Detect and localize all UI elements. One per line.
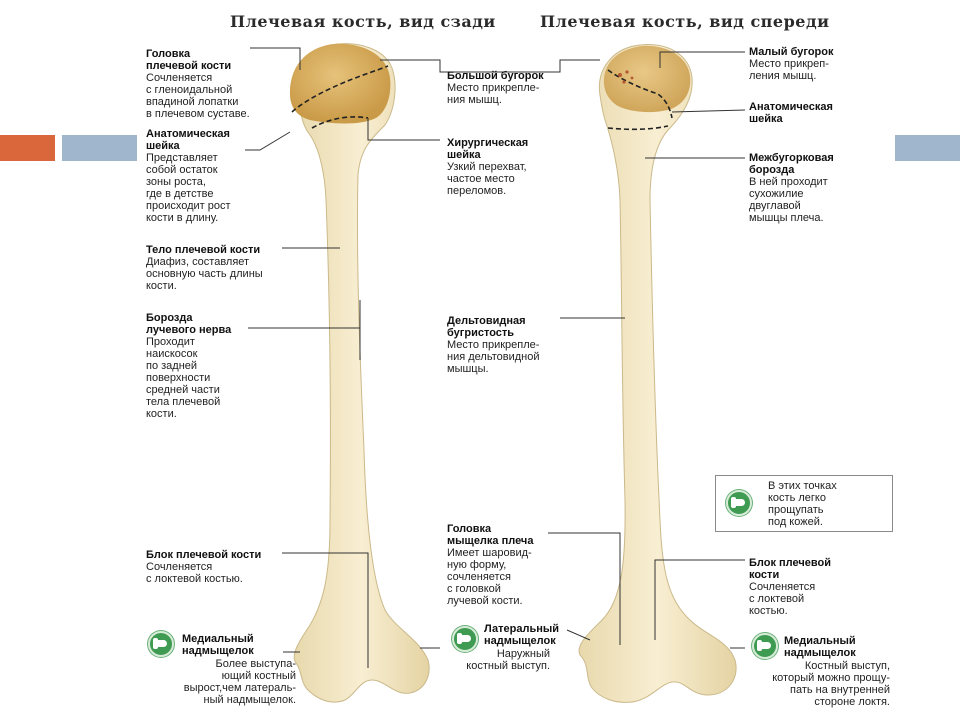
label-medial-epicondyle-right-desc: Костный выступ, который можно прощу- пат… [745,660,890,708]
label-deltoid-tuberosity: Дельтовидная бугристость Место прикрепле… [447,315,567,375]
label-heading: Латеральный надмыщелок [484,623,560,647]
label-description: Место прикрепле- ния дельтовидной мышцы. [447,339,540,375]
label-heading: Головка плечевой кости [146,48,232,72]
palpation-icon [148,631,174,657]
label-humeral-head: Головка плечевой кости Сочленяется с гле… [146,48,286,120]
label-heading: Межбугорковая борозда [749,152,834,176]
label-lateral-epicondyle: Латеральный надмыщелок [484,623,574,647]
label-heading: Борозда лучевого нерва [146,312,232,336]
label-heading: Медиальный надмыщелок [784,635,856,659]
decor-bar-blue-right [895,135,960,161]
label-heading: Большой бугорок [447,70,544,82]
humerus-anterior [578,44,737,703]
label-lateral-epicondyle-desc: Наружный костный выступ. [440,648,550,672]
palpation-icon [726,490,752,516]
label-description: Узкий перехват, частое место переломов. [447,161,527,197]
label-greater-tubercle: Большой бугорок Место прикрепле- ния мыш… [447,70,567,106]
label-trochlea-left: Блок плечевой кости Сочленяется с локтев… [146,549,296,585]
label-description: Место прикреп- ления мышц. [749,58,829,82]
label-heading: Тело плечевой кости [146,244,261,256]
label-description: Место прикрепле- ния мышц. [447,82,540,106]
palpation-icon [452,626,478,652]
label-anatomical-neck-right: Анатомическая шейка [749,101,889,125]
label-description: Диафиз, составляет основную часть длины … [146,256,263,292]
palpation-note-box: В этих точках кость легко прощупать под … [715,475,893,532]
label-medial-epicondyle-left: Медиальный надмыщелок [182,633,297,657]
decor-bar-orange [0,135,55,161]
label-description: Проходит наискосок по задней поверхности… [146,336,221,420]
label-radial-groove: Борозда лучевого нерва Проходит наискосо… [146,312,256,420]
label-medial-epicondyle-right: Медиальный надмыщелок [784,635,894,659]
label-description: Сочленяется с локтевой костью. [749,581,816,617]
label-description: Представляет собой остаток зоны роста, г… [146,152,231,224]
label-medial-epicondyle-left-desc: Более выступа- ющий костный вырост,чем л… [146,658,296,706]
title-anterior-view: Плечевая кость, вид спереди [540,12,830,31]
leader-lines-right [645,51,746,649]
leader-lines-center [367,59,625,649]
label-surgical-neck: Хирургическая шейка Узкий перехват, част… [447,137,567,197]
palpation-icon [752,633,778,659]
palpation-note-text: В этих точках кость легко прощупать под … [768,480,837,528]
leader-lines-left [245,47,369,668]
decor-bar-blue-left [62,135,137,161]
label-description: Костный выступ, который можно прощу- пат… [772,660,890,708]
label-heading: Анатомическая шейка [146,128,230,152]
label-heading: Блок плечевой кости [749,557,831,581]
label-description: В ней проходит сухожилие двуглавой мышцы… [749,176,828,224]
label-heading: Хирургическая шейка [447,137,529,161]
label-anatomical-neck-left: Анатомическая шейка Представляет собой о… [146,128,266,224]
label-description: Сочленяется с локтевой костью. [146,561,243,585]
title-posterior-view: Плечевая кость, вид сзади [230,12,496,31]
label-description: Наружный костный выступ. [466,648,550,672]
label-description: Сочленяется с гленоидальной впадиной лоп… [146,72,250,120]
label-heading: Малый бугорок [749,46,834,58]
label-heading: Головка мыщелка плеча [447,523,534,547]
label-description: Более выступа- ющий костный вырост,чем л… [183,658,296,706]
label-trochlea-right: Блок плечевой кости Сочленяется с локтев… [749,557,889,617]
label-lesser-tubercle: Малый бугорок Место прикреп- ления мышц. [749,46,889,82]
label-heading: Дельтовидная бугристость [447,315,526,339]
label-humeral-shaft: Тело плечевой кости Диафиз, составляет о… [146,244,296,292]
label-intertubercular-groove: Межбугорковая борозда В ней проходит сух… [749,152,889,224]
humerus-posterior [289,43,430,703]
label-heading: Медиальный надмыщелок [182,633,254,657]
label-heading: Анатомическая шейка [749,101,833,125]
label-description: Имеет шаровид- ную форму, сочленяется с … [447,547,532,607]
label-capitulum: Головка мыщелка плеча Имеет шаровид- ную… [447,523,557,607]
label-heading: Блок плечевой кости [146,549,262,561]
